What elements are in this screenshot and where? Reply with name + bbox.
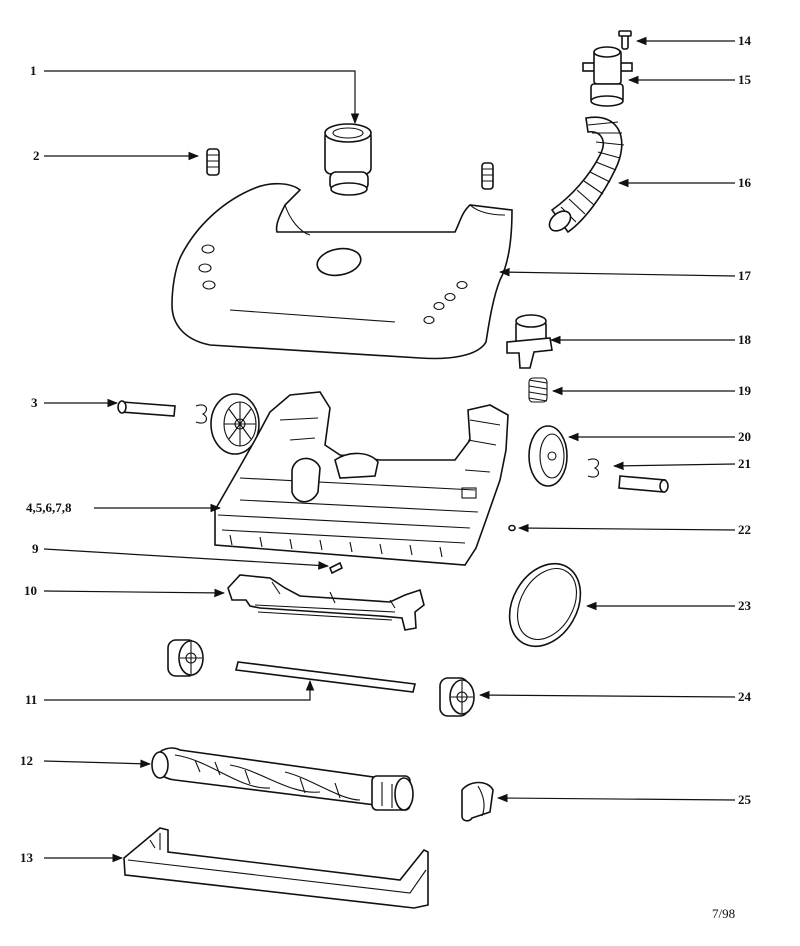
callout-10: 10 (24, 583, 37, 598)
part-wheel-left (210, 393, 260, 455)
leader-17 (498, 267, 736, 277)
leader-21 (612, 461, 736, 471)
part-9-clip (328, 561, 344, 575)
part-3-clip (195, 404, 208, 424)
leader-24 (478, 690, 736, 700)
callout-2: 2 (33, 148, 40, 163)
part-21-axle (618, 475, 669, 493)
part-22-pin (508, 524, 516, 532)
callout-14: 14 (738, 33, 752, 48)
part-4-8-base (214, 391, 509, 566)
leader-25 (496, 793, 736, 803)
callout-3: 3 (31, 395, 38, 410)
part-3-axle (117, 400, 176, 417)
callout-labels: 1 2 3 4,5,6,7,8 9 10 11 12 13 14 15 16 1… (20, 33, 752, 865)
leader-9 (43, 548, 330, 570)
leader-22 (517, 523, 736, 533)
leader-1 (44, 70, 360, 125)
callout-13: 13 (20, 850, 34, 865)
callout-23: 23 (738, 598, 752, 613)
part-16-corrugated-hose (548, 116, 625, 234)
part-13-bottom-plate (123, 827, 429, 909)
part-15-hose-connector (582, 46, 633, 107)
part-2-screw-b (481, 162, 494, 190)
leader-12 (43, 759, 152, 769)
callout-4-8: 4,5,6,7,8 (26, 500, 72, 515)
leader-11 (44, 679, 315, 701)
callout-11: 11 (25, 692, 37, 707)
part-2-screw (206, 148, 220, 176)
date-code: 7/98 (712, 906, 736, 921)
part-25-cover (461, 781, 494, 822)
callout-20: 20 (738, 429, 751, 444)
part-20-wheel (528, 425, 568, 487)
part-24-end-cap-right (439, 677, 475, 717)
callout-22: 22 (738, 522, 751, 537)
leader-lines (43, 36, 736, 863)
callout-17: 17 (738, 268, 752, 283)
part-21-clip (587, 458, 600, 478)
part-23-belt (508, 562, 582, 648)
callout-21: 21 (738, 456, 751, 471)
callout-24: 24 (738, 689, 752, 704)
part-12-brushroll (151, 747, 414, 811)
callout-9: 9 (32, 541, 39, 556)
part-17-hood (171, 182, 513, 360)
callout-1: 1 (30, 63, 37, 78)
part-14-screw (618, 30, 632, 50)
part-18-switch (506, 314, 553, 369)
part-10-bracket (227, 574, 425, 631)
callout-16: 16 (738, 175, 752, 190)
callout-15: 15 (738, 72, 752, 87)
part-19-spring (528, 377, 548, 403)
part-11-shaft (235, 661, 416, 693)
callout-12: 12 (20, 753, 33, 768)
callout-19: 19 (738, 383, 752, 398)
part-24-end-cap-left (167, 639, 204, 677)
callout-18: 18 (738, 332, 752, 347)
callout-25: 25 (738, 792, 752, 807)
part-1-nozzle-connector (324, 123, 372, 196)
leader-10 (43, 588, 226, 598)
